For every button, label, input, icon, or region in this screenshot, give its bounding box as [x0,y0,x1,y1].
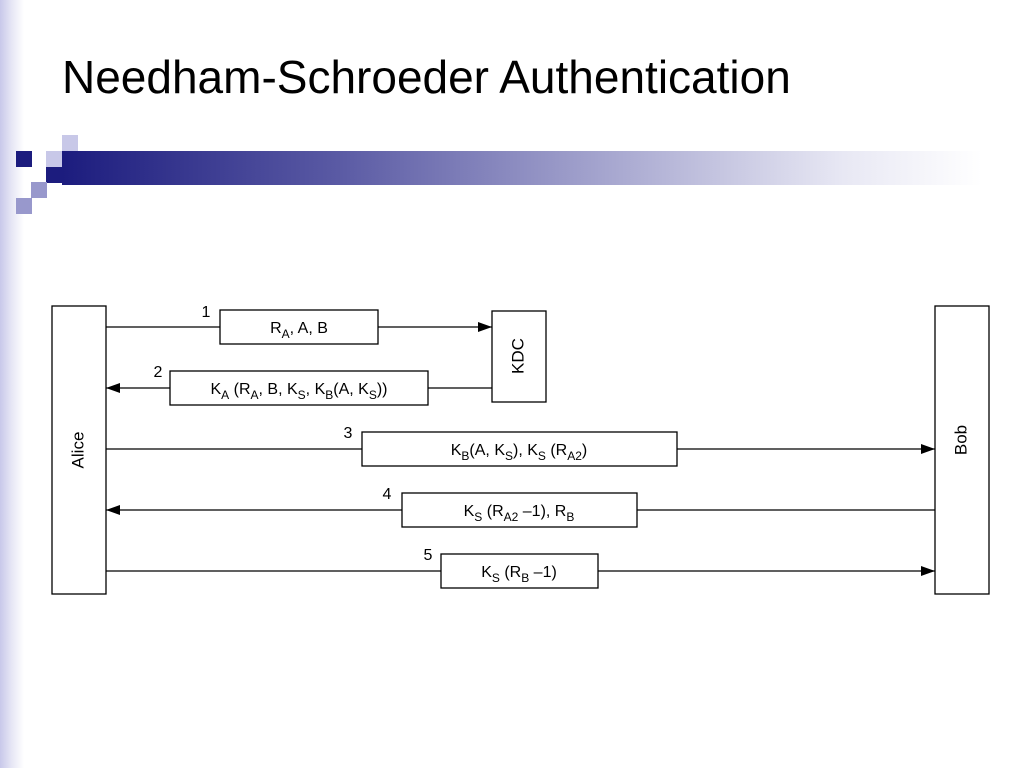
label-subscript: B [566,510,574,524]
slide-left-edge-gradient [0,0,24,768]
kdc-box: KDC [491,310,547,403]
label-subscript: S [505,449,513,463]
deco-square [16,198,32,214]
deco-square [31,182,47,198]
message-5: 5 KS (RB –1) [106,547,935,589]
label-subscript: A2 [504,510,519,524]
label-subscript: B [325,388,333,402]
message-5-step: 5 [424,547,433,564]
label-subscript: B [521,571,529,585]
kdc-label: KDC [508,338,527,374]
label-text: (A, K [469,442,505,459]
label-subscript: S [298,388,306,402]
label-text: , K [306,381,326,398]
label-subscript: S [474,510,482,524]
label-text: (R [500,564,521,581]
alice-label: Alice [68,432,87,469]
bob-box: Bob [934,305,990,595]
label-subscript: S [369,388,377,402]
label-subscript: A [221,388,229,402]
slide-title: Needham-Schroeder Authentication [62,51,791,103]
label-text: –1), R [518,503,566,520]
message-2: 2 KA (RA, B, KS, KB(A, KS)) [106,364,492,406]
label-text: )) [377,381,388,398]
deco-square [46,167,62,183]
label-text: (R [546,442,567,459]
deco-square [16,151,32,167]
message-1-step: 1 [202,304,211,321]
deco-square [62,135,78,151]
label-text: , B, K [259,381,298,398]
label-text: ) [582,442,587,459]
label-subscript: B [461,449,469,463]
message-3-label: KB(A, KS), KS (RA2) [451,442,588,463]
label-text: K [451,442,462,459]
label-subscript: A [251,388,259,402]
alice-box: Alice [51,305,107,595]
label-subscript: A [282,327,290,341]
label-text: (A, K [333,381,369,398]
label-text: K [481,564,492,581]
message-4: 4 KS (RA2 –1), RB [106,486,935,528]
label-text: , A, B [290,320,328,337]
message-4-label: KS (RA2 –1), RB [464,503,575,524]
bob-label: Bob [951,425,970,455]
label-subscript: S [538,449,546,463]
message-1: 1 RA, A, B [106,304,492,345]
label-text: K [464,503,475,520]
message-3: 3 KB(A, KS), KS (RA2) [106,425,935,467]
label-text: (R [229,381,250,398]
message-2-step: 2 [154,364,163,381]
deco-square [46,151,62,167]
label-text: –1) [529,564,557,581]
label-text: ), K [513,442,538,459]
title-underline-bar [62,151,982,185]
label-text: R [270,320,282,337]
message-5-label: KS (RB –1) [481,564,557,585]
message-3-step: 3 [344,425,353,442]
message-4-step: 4 [383,486,392,503]
label-text: K [211,381,222,398]
label-text: (R [482,503,503,520]
message-2-label: KA (RA, B, KS, KB(A, KS)) [211,381,388,402]
message-1-label: RA, A, B [270,320,328,341]
label-subscript: A2 [567,449,582,463]
label-subscript: S [492,571,500,585]
